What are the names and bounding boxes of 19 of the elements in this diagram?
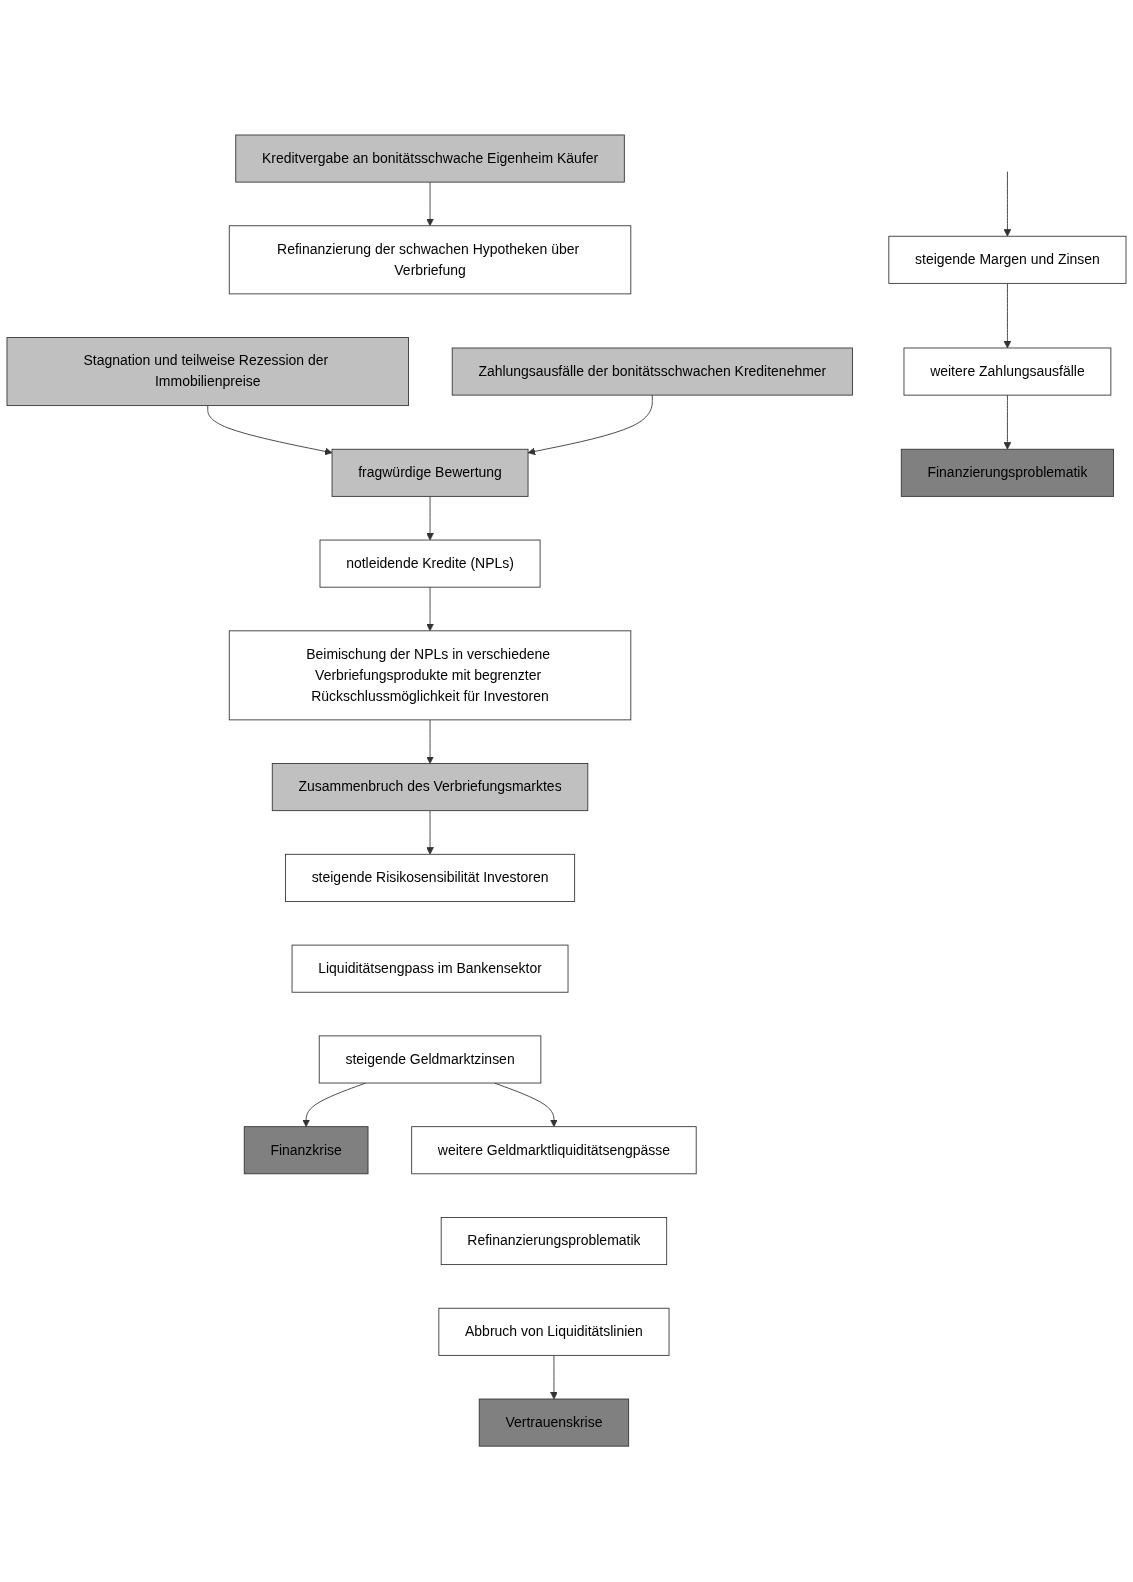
node-box: Liquiditätsengpass im Bankensektor	[291, 945, 569, 994]
node-box: Refinanzierung der schwachen Hypotheken über Verbriefung	[228, 225, 632, 295]
node-box: weitere Zahlungsausfälle	[903, 347, 1112, 396]
node-box: steigende Geldmarktzinsen	[318, 1035, 542, 1084]
node-box: Finanzkrise	[243, 1126, 369, 1175]
node-box: fragwürdige Bewertung	[331, 449, 529, 498]
node-box: Abbruch von Liquiditätslinien	[438, 1308, 670, 1357]
node-box: Zusammenbruch des Verbriefungsmarktes	[271, 763, 589, 812]
node-box: Refinanzierungsproblematik	[440, 1217, 668, 1266]
node-box: Vertrauenskrise	[478, 1399, 630, 1448]
node-box: steigende Risikosensibilität Investoren	[285, 854, 576, 903]
node-box: Kreditvergabe an bonitätsschwache Eigenheim Käufer	[235, 134, 625, 183]
node-box: Zahlungsausfälle der bonitätsschwachen Kreditenehmer	[451, 347, 853, 396]
node-box: steigende Margen und Zinsen	[888, 236, 1127, 285]
node-box: Beimischung der NPLs in verschiedene Verbriefungsprodukte mit begrenzter Rückschlussmöglichkeit für Investoren	[228, 630, 632, 721]
node-box: Stagnation und teilweise Rezession der Immobilienpreise	[6, 337, 409, 407]
node-box: Finanzierungsproblematik	[900, 449, 1114, 498]
node-box: notleidende Kredite (NPLs)	[319, 540, 541, 589]
node-box: weitere Geldmarktliquiditätsengpässe	[411, 1126, 697, 1175]
